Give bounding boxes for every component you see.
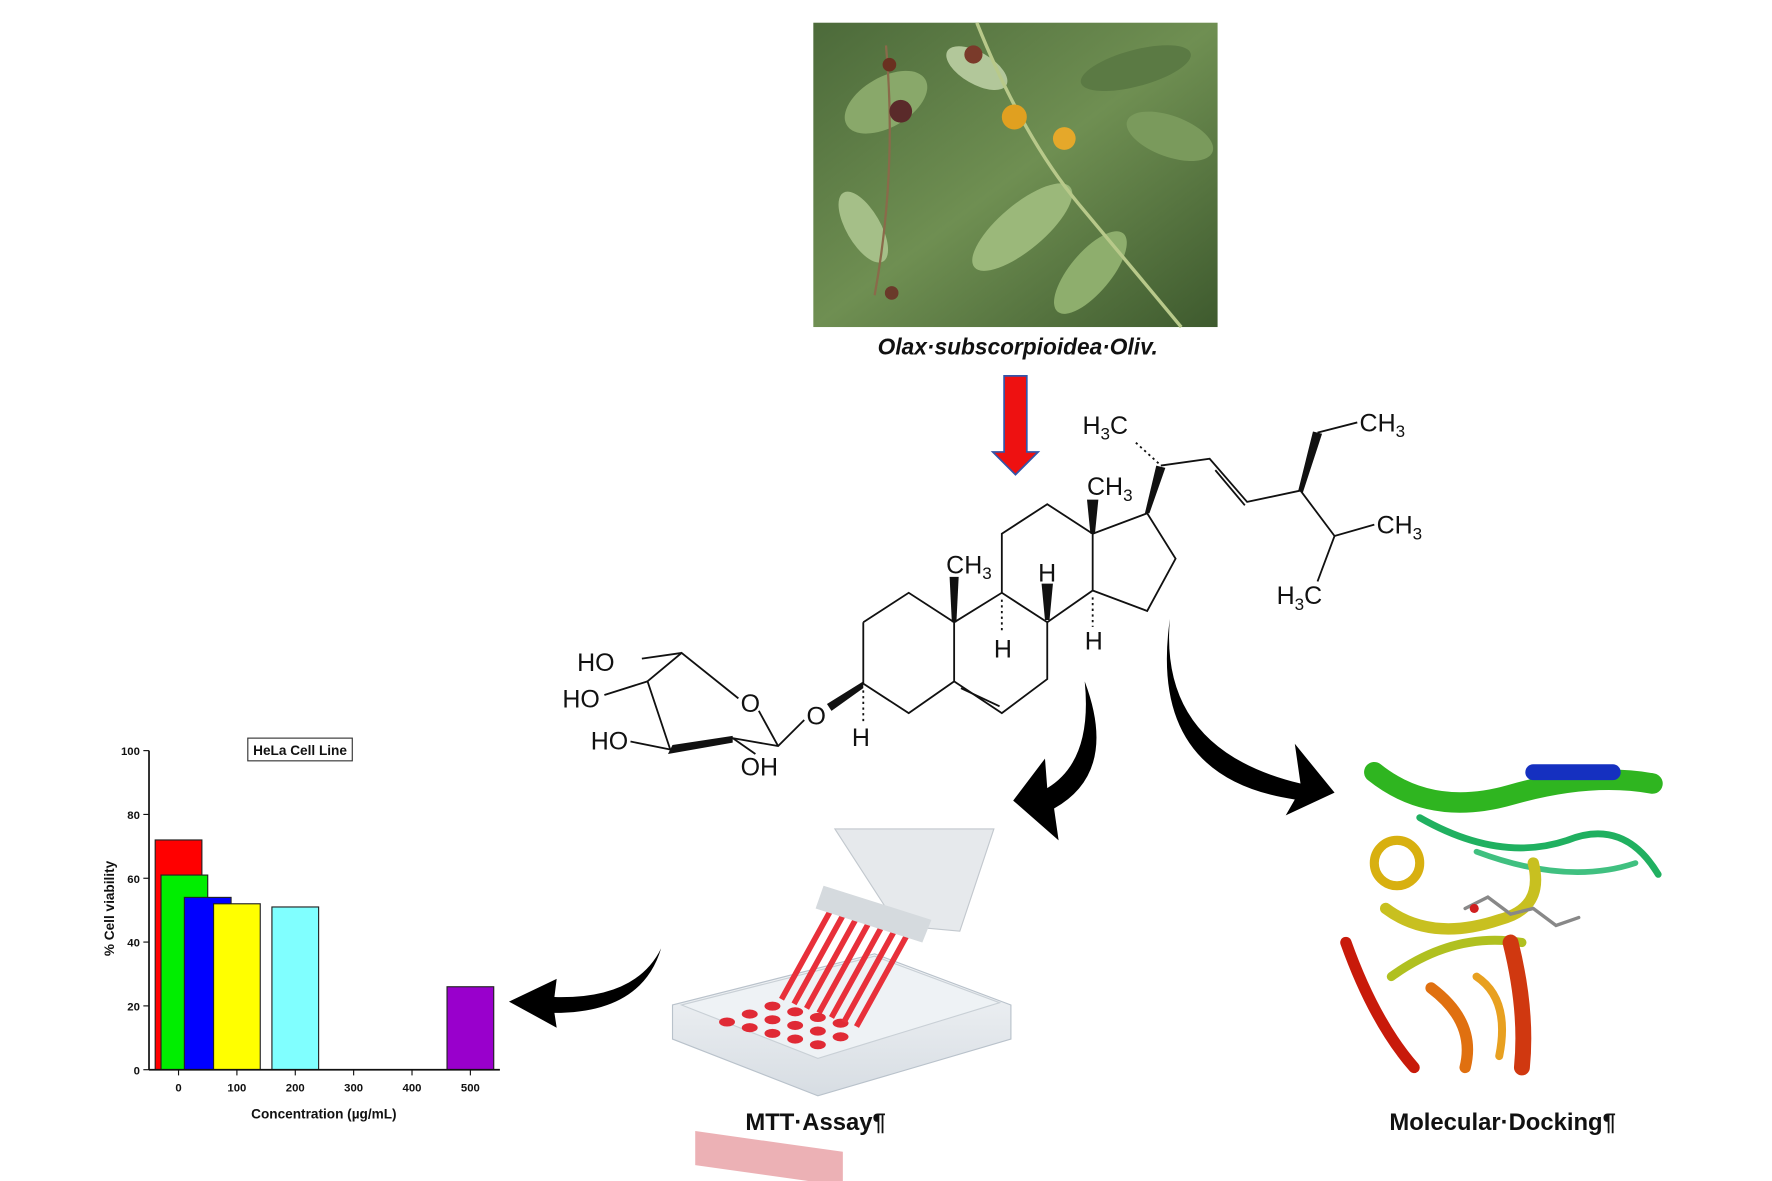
bar-100 bbox=[212, 903, 261, 1071]
plant-photo bbox=[813, 22, 1218, 329]
atom-label: H bbox=[994, 635, 1012, 663]
y-tick-label: 40 bbox=[127, 938, 140, 950]
stigmasterol-glucoside-structure: H3C CH3 CH3 CH3 H3C CH3 H H H H HO HO HO… bbox=[562, 410, 1422, 782]
chart-title: HeLa Cell Line bbox=[253, 743, 347, 758]
x-tick-label: 500 bbox=[461, 1082, 480, 1094]
atom-label: CH3 bbox=[946, 551, 992, 583]
atom-label: H3C bbox=[1277, 582, 1323, 614]
down-arrow-icon bbox=[990, 375, 1041, 476]
y-tick-label: 100 bbox=[121, 746, 140, 758]
molecular-docking-illustration bbox=[1340, 761, 1663, 1076]
y-tick-label: 60 bbox=[127, 874, 140, 886]
molecular-docking-caption: Molecular·Docking¶ bbox=[1389, 1109, 1615, 1136]
atom-label: CH3 bbox=[1377, 512, 1423, 544]
atom-label: H bbox=[1085, 628, 1103, 656]
chart-title-box bbox=[247, 737, 353, 762]
x-tick-label: 400 bbox=[403, 1082, 422, 1094]
atom-label: HO bbox=[577, 649, 614, 677]
atom-label: H bbox=[1038, 559, 1056, 587]
y-tick-label: 20 bbox=[127, 1001, 140, 1013]
curved-arrow-icon bbox=[508, 948, 662, 1028]
atom-label: CH3 bbox=[1360, 410, 1406, 442]
hela-viability-chart: 0 100 200 300 400 500 0 20 40 60 80 100 HeLa Cell L… bbox=[102, 737, 500, 1122]
plant-caption: Olax·subscorpioidea·Oliv. bbox=[878, 333, 1158, 359]
x-tick-label: 100 bbox=[227, 1082, 246, 1094]
y-tick-label: 0 bbox=[134, 1065, 140, 1077]
atom-label: O bbox=[741, 690, 760, 718]
bar-500 bbox=[446, 986, 495, 1071]
x-tick-label: 300 bbox=[344, 1082, 363, 1094]
atom-label: H3C bbox=[1082, 412, 1128, 444]
mtt-assay-caption: MTT·Assay¶ bbox=[745, 1109, 885, 1136]
x-tick-label: 200 bbox=[286, 1082, 305, 1094]
x-tick-label: 0 bbox=[175, 1082, 181, 1094]
curved-arrow-icon bbox=[1166, 618, 1335, 816]
bar-200 bbox=[271, 906, 320, 1071]
mtt-assay-illustration bbox=[671, 828, 1012, 1181]
atom-label: O bbox=[807, 702, 826, 730]
atom-label: OH bbox=[741, 754, 778, 782]
x-axis-label: Concentration (µg/mL) bbox=[251, 1107, 396, 1122]
y-axis-label: % Cell viability bbox=[102, 860, 117, 956]
y-tick-label: 80 bbox=[127, 810, 140, 822]
atom-label: H bbox=[852, 724, 870, 752]
atom-label: HO bbox=[591, 727, 628, 755]
atom-label: CH3 bbox=[1087, 473, 1133, 505]
atom-label: HO bbox=[562, 685, 599, 713]
curved-arrow-icon bbox=[1013, 681, 1097, 841]
